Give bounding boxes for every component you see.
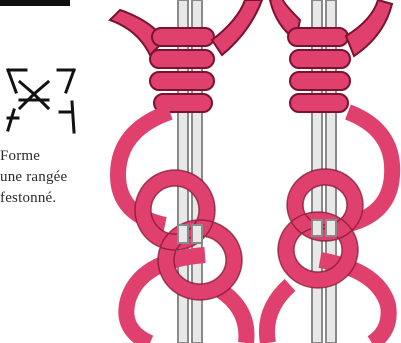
knot-symbol-icon: [8, 70, 74, 132]
caption-line-2: une rangée: [0, 167, 125, 188]
caption-line-1: Forme: [0, 146, 125, 167]
caption-text: Forme une rangée festonné.: [0, 146, 125, 209]
caption-line-3: festonné.: [0, 188, 125, 209]
